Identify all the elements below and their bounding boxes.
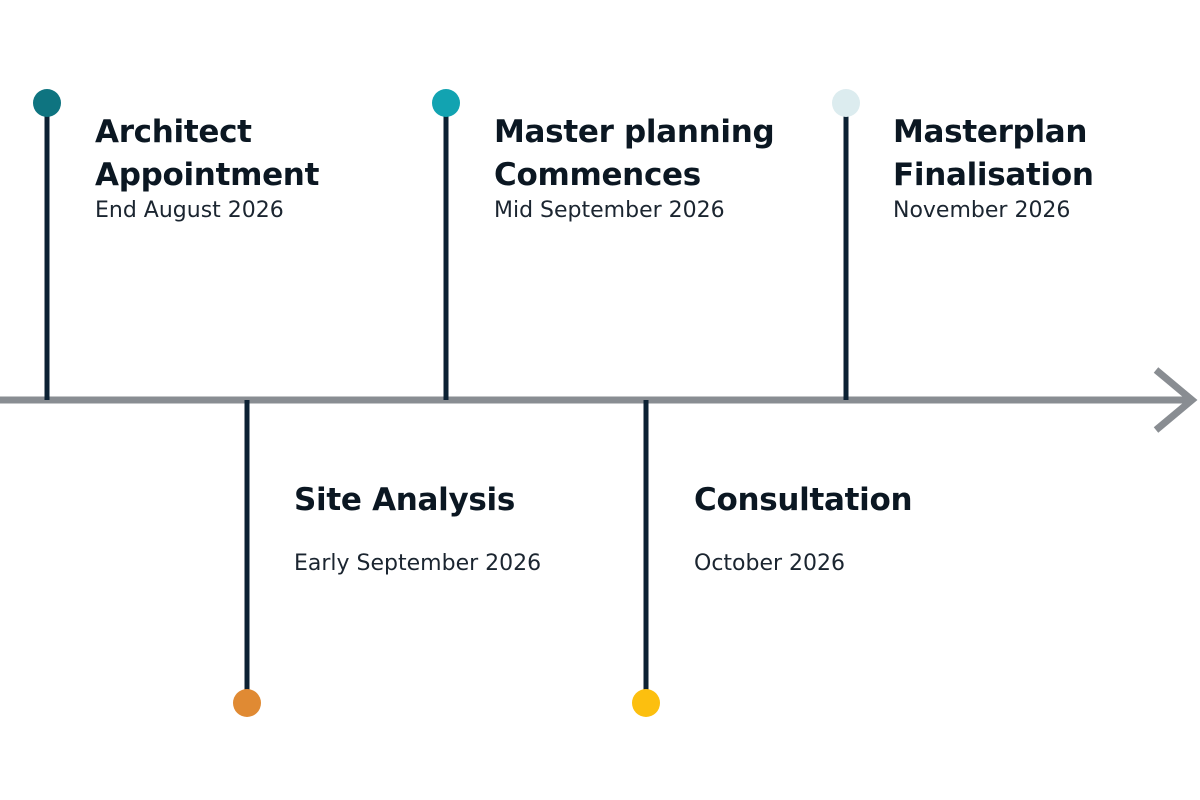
- milestone-title: Architect Appointment: [95, 111, 395, 197]
- milestone-consultation: Consultation October 2026: [694, 479, 994, 578]
- milestone-title-line: Master planning: [494, 114, 775, 150]
- milestone-title: Masterplan Finalisation: [893, 111, 1193, 197]
- milestone-4-dot: [632, 689, 660, 717]
- milestone-title: Site Analysis: [294, 482, 516, 518]
- milestone-date: Early September 2026: [294, 551, 542, 576]
- milestone-title: Consultation: [694, 482, 913, 518]
- milestone-date: Mid September 2026: [494, 198, 725, 223]
- milestone-2-dot: [233, 689, 261, 717]
- milestone-title-line: Appointment: [95, 157, 320, 193]
- milestone-title-line: Architect: [95, 114, 252, 150]
- milestone-architect-appointment: Architect Appointment End August 2026: [95, 111, 395, 225]
- timeline-arrowhead-icon: [1153, 367, 1198, 433]
- milestone-site-analysis: Site Analysis Early September 2026: [294, 479, 594, 578]
- milestone-master-planning-commences: Master planning Commences Mid September …: [494, 111, 794, 225]
- milestone-1-dot: [33, 89, 61, 117]
- milestone-title-line: Masterplan: [893, 114, 1088, 150]
- milestone-3-dot: [432, 89, 460, 117]
- milestone-5-dot: [832, 89, 860, 117]
- milestone-masterplan-finalisation: Masterplan Finalisation November 2026: [893, 111, 1193, 225]
- milestone-date: October 2026: [694, 551, 846, 576]
- milestone-title-line: Finalisation: [893, 157, 1094, 193]
- milestone-date: End August 2026: [95, 198, 284, 223]
- milestone-date: November 2026: [893, 198, 1071, 223]
- milestone-title: Master planning Commences: [494, 111, 794, 197]
- milestone-title-line: Commences: [494, 157, 701, 193]
